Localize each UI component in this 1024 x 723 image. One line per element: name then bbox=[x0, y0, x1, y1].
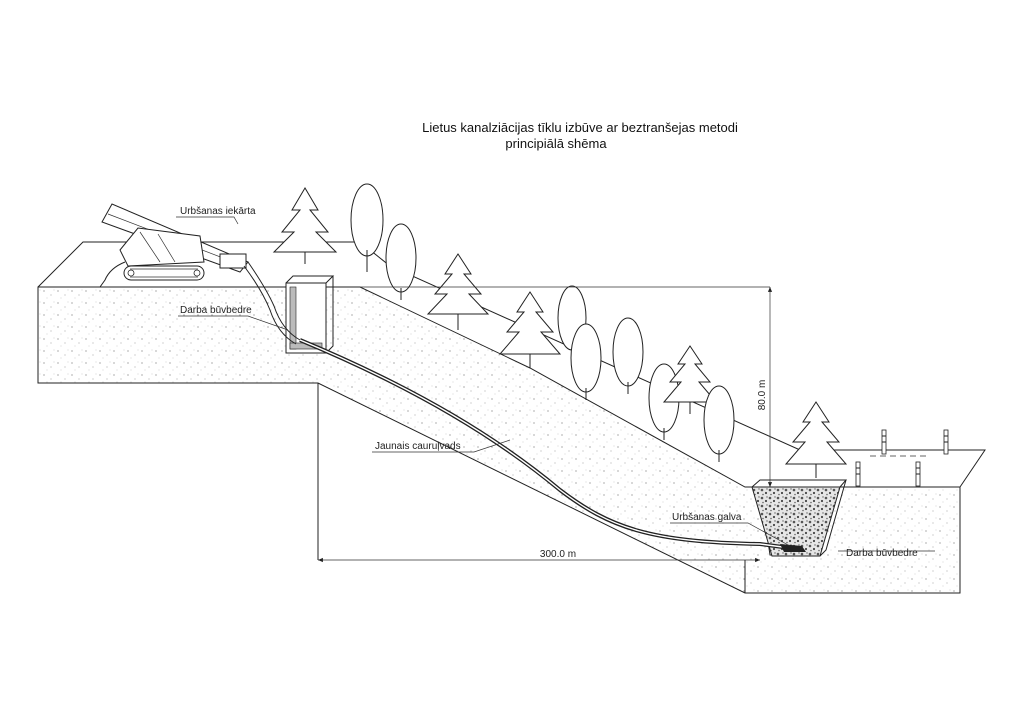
deciduous-tree bbox=[612, 317, 644, 394]
deciduous-tree bbox=[703, 385, 735, 462]
height-dimension-label: 80.0 m bbox=[757, 380, 768, 411]
drilling-hose bbox=[243, 265, 297, 345]
fir-tree bbox=[426, 253, 490, 330]
label-work-pit-left-text: Darba būvbedre bbox=[180, 305, 252, 316]
fir-tree bbox=[498, 291, 562, 368]
drilling-head bbox=[780, 544, 806, 552]
label-drilling-rig-text: Urbšanas iekārta bbox=[180, 206, 256, 217]
diagram-title-line1: Lietus kanalziācijas tīklu izbūve ar bez… bbox=[422, 120, 738, 135]
trees bbox=[272, 183, 848, 478]
label-work-pit-right: Darba būvbedre bbox=[838, 548, 935, 559]
label-drilling-head: Urbšanas galva bbox=[670, 512, 791, 547]
diagram-title-line2: principiālā shēma bbox=[505, 136, 607, 151]
label-new-pipeline: Jaunais cauruļvads bbox=[372, 439, 511, 453]
length-dimension: 300.0 m bbox=[318, 549, 760, 563]
work-pit-left bbox=[285, 275, 335, 354]
label-new-pipeline-text: Jaunais cauruļvads bbox=[375, 441, 461, 452]
deciduous-tree bbox=[350, 183, 384, 272]
new-pipeline bbox=[299, 338, 791, 550]
marker-posts bbox=[855, 429, 949, 487]
fir-tree bbox=[784, 401, 848, 478]
label-work-pit-left: Darba būvbedre bbox=[178, 305, 289, 331]
label-drilling-head-text: Urbšanas galva bbox=[672, 512, 742, 523]
length-dimension-label: 300.0 m bbox=[540, 549, 576, 560]
fir-tree bbox=[662, 345, 718, 414]
deciduous-tree bbox=[385, 223, 417, 300]
label-drilling-rig: Urbšanas iekārta bbox=[176, 206, 256, 225]
height-dimension: 80.0 m bbox=[360, 286, 773, 487]
drilling-rig bbox=[101, 203, 249, 281]
work-pit-right bbox=[751, 479, 848, 557]
fir-tree bbox=[272, 187, 338, 264]
deciduous-tree bbox=[570, 323, 602, 400]
label-work-pit-right-text: Darba būvbedre bbox=[846, 548, 918, 559]
